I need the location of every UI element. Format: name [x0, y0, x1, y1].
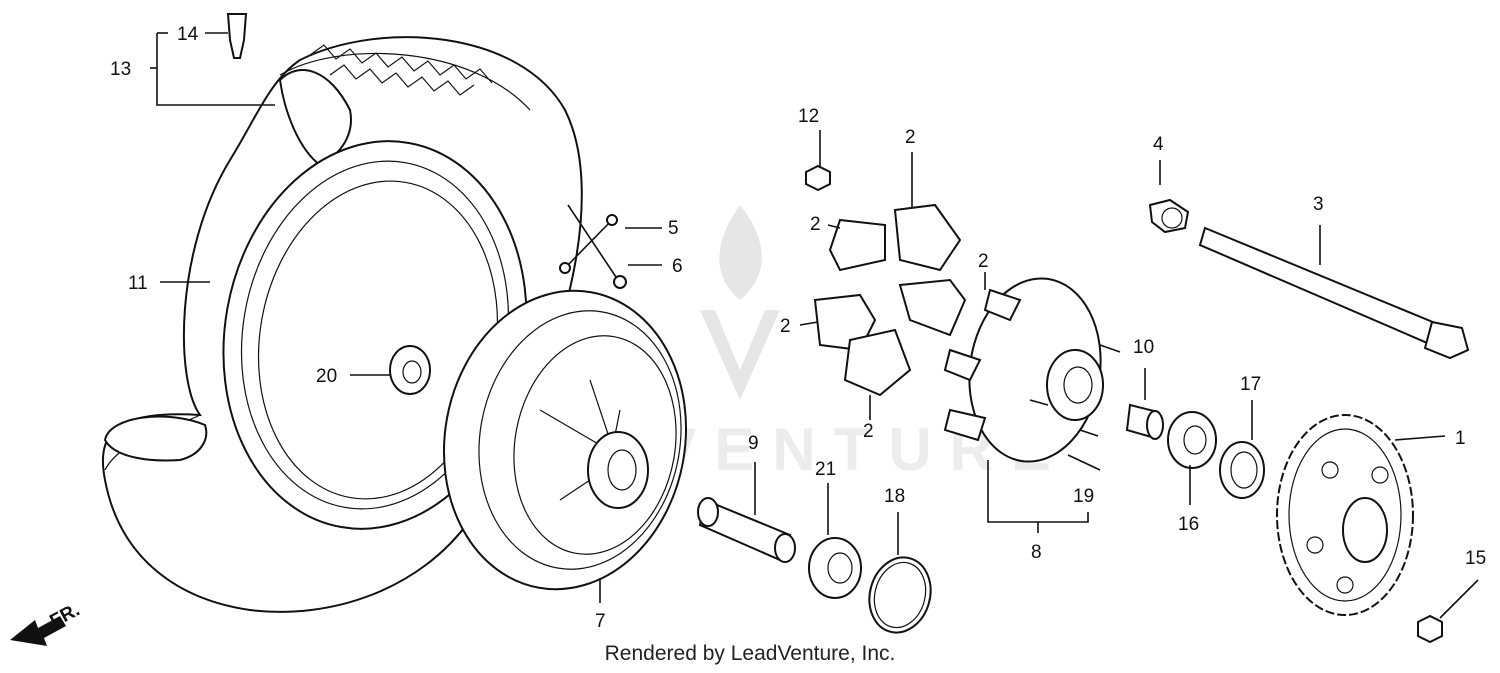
callout-7: 7 — [595, 611, 606, 632]
callout-6: 6 — [672, 256, 683, 277]
callouts: 1 2 2 2 2 2 3 4 5 6 7 8 9 10 11 12 13 14… — [110, 24, 1486, 632]
callout-2: 2 — [780, 316, 791, 337]
callout-16: 16 — [1178, 514, 1199, 535]
callout-2: 2 — [978, 251, 989, 272]
callout-2: 2 — [863, 421, 874, 442]
bolts-5-6 — [559, 204, 627, 289]
collar-9 — [697, 497, 796, 563]
callout-4: 4 — [1153, 134, 1164, 155]
nut-15 — [1417, 614, 1443, 644]
final-driven-flange — [943, 277, 1121, 463]
stud-19 — [1067, 454, 1101, 471]
credit-line: Rendered by LeadVenture, Inc. — [604, 642, 896, 665]
callout-11: 11 — [128, 273, 148, 294]
sprocket-1 — [1276, 414, 1414, 616]
o-ring-18 — [868, 556, 932, 634]
callout-13: 13 — [110, 59, 131, 80]
axle-3 — [1198, 226, 1470, 360]
collar-4 — [1148, 198, 1190, 234]
callout-10: 10 — [1133, 337, 1154, 358]
bearing-20 — [389, 345, 431, 395]
callout-1: 1 — [1455, 428, 1466, 449]
damper-rubbers — [813, 203, 967, 397]
callout-18: 18 — [884, 486, 905, 507]
nut-12 — [805, 164, 831, 192]
callout-8: 8 — [1031, 542, 1042, 563]
callout-2: 2 — [905, 127, 916, 148]
oil-seal-17 — [1219, 441, 1265, 499]
bearing-16 — [1167, 411, 1217, 469]
valve-14 — [226, 13, 248, 59]
collar-10 — [1125, 403, 1164, 440]
callout-21: 21 — [815, 459, 836, 480]
callout-15: 15 — [1465, 548, 1486, 569]
callout-19: 19 — [1073, 486, 1094, 507]
callout-5: 5 — [668, 218, 679, 239]
callout-3: 3 — [1313, 194, 1324, 215]
callout-20: 20 — [316, 366, 337, 387]
front-direction-arrow: FR. — [10, 600, 83, 646]
bearing-21 — [808, 537, 862, 599]
callout-14: 14 — [177, 24, 199, 45]
wheel-hub — [442, 289, 688, 591]
callout-12: 12 — [798, 106, 819, 127]
leader-lines — [150, 32, 1479, 619]
callout-2: 2 — [810, 214, 821, 235]
callout-17: 17 — [1240, 374, 1261, 395]
callout-9: 9 — [748, 433, 759, 454]
